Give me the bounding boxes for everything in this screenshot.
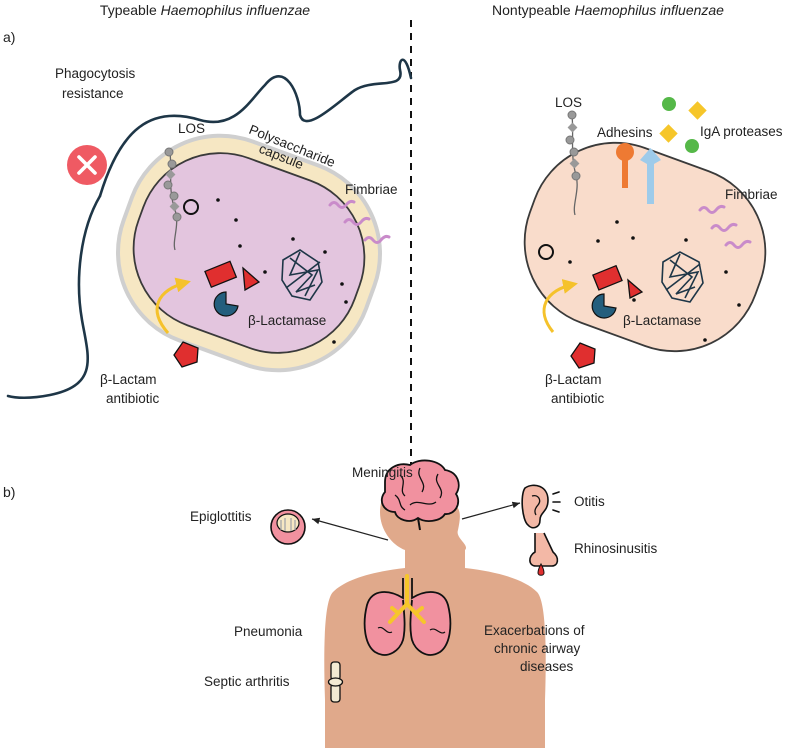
knee-icon bbox=[327, 661, 344, 703]
los-chain bbox=[163, 147, 182, 251]
label-rhinosinusitis: Rhinosinusitis bbox=[574, 541, 658, 556]
entry-arrow-nt bbox=[542, 279, 578, 333]
label-septic-arthritis: Septic arthritis bbox=[204, 674, 290, 689]
panel-label-a: a) bbox=[3, 29, 15, 45]
plasmid-nt bbox=[538, 244, 554, 260]
nontypeable-cell bbox=[523, 141, 767, 353]
label-lactamase-nt: β-Lactamase bbox=[623, 313, 701, 328]
lactamase-red-rect-nt bbox=[592, 264, 623, 291]
antibiotic-icon-nt bbox=[570, 342, 596, 369]
label-otitis: Otitis bbox=[574, 494, 605, 509]
arrow-to-otitis bbox=[461, 501, 521, 520]
title-typeable: Typeable Haemophilus influenzae bbox=[100, 2, 310, 18]
lactamase-pacman bbox=[213, 291, 239, 317]
plasmid bbox=[183, 199, 199, 215]
lactamase-red-triangle bbox=[242, 266, 261, 292]
flagellum-tail bbox=[6, 194, 102, 400]
epiglottis-icon bbox=[270, 509, 306, 545]
fimbriae bbox=[328, 199, 391, 244]
lungs-icon bbox=[363, 574, 452, 656]
lactamase-red-rect bbox=[204, 260, 238, 289]
adhesin-orange bbox=[616, 143, 634, 188]
entry-arrow bbox=[155, 277, 191, 334]
label-phagocytosis: Phagocytosis bbox=[55, 66, 136, 81]
label-los-nt: LOS bbox=[555, 95, 582, 110]
label-adhesins: Adhesins bbox=[597, 125, 653, 140]
flagellum bbox=[98, 58, 413, 198]
label-los-typeable: LOS bbox=[178, 121, 205, 136]
label-antibiotic-typeable: β-Lactam bbox=[100, 372, 157, 387]
iga-proteases bbox=[659, 97, 707, 153]
los-chain-nt bbox=[565, 110, 581, 216]
label-epiglottitis: Epiglottitis bbox=[190, 509, 252, 524]
label-pneumonia: Pneumonia bbox=[234, 624, 303, 639]
label-antibiotic-typeable-2: antibiotic bbox=[106, 391, 160, 406]
ear-icon bbox=[521, 484, 561, 529]
label-resistance: resistance bbox=[62, 86, 124, 101]
nucleoid-nt bbox=[661, 251, 704, 303]
cytoplasm-dots-nt bbox=[568, 220, 741, 342]
cross-icon bbox=[77, 155, 97, 175]
label-lactamase-typeable: β-Lactamase bbox=[248, 313, 326, 328]
brain-icon bbox=[381, 459, 460, 531]
adhesin-blue bbox=[640, 148, 661, 204]
antibiotic-icon bbox=[173, 341, 199, 368]
label-antibiotic-nt: β-Lactam bbox=[545, 372, 602, 387]
nucleoid bbox=[281, 249, 323, 301]
label-exacerbations: Exacerbations of bbox=[484, 623, 585, 638]
label-iga: IgA proteases bbox=[700, 124, 783, 139]
label-exacerbations-3: diseases bbox=[520, 659, 574, 674]
label-antibiotic-nt-2: antibiotic bbox=[551, 391, 605, 406]
nose-icon bbox=[529, 532, 559, 576]
typeable-cell bbox=[132, 152, 366, 354]
label-meningitis: Meningitis bbox=[352, 465, 413, 480]
lactamase-red-triangle-nt bbox=[627, 278, 644, 299]
title-nontypeable: Nontypeable Haemophilus influenzae bbox=[492, 2, 724, 18]
panel-label-b: b) bbox=[3, 484, 15, 500]
lactamase-pacman-nt bbox=[591, 293, 617, 319]
label-fimbriae-typeable: Fimbriae bbox=[345, 182, 398, 197]
cytoplasm-dots bbox=[216, 198, 348, 344]
fimbriae-nt bbox=[698, 204, 752, 249]
label-exacerbations-2: chronic airway bbox=[494, 641, 581, 656]
arrow-to-epiglottitis bbox=[311, 517, 389, 541]
label-fimbriae-nt: Fimbriae bbox=[725, 187, 778, 202]
